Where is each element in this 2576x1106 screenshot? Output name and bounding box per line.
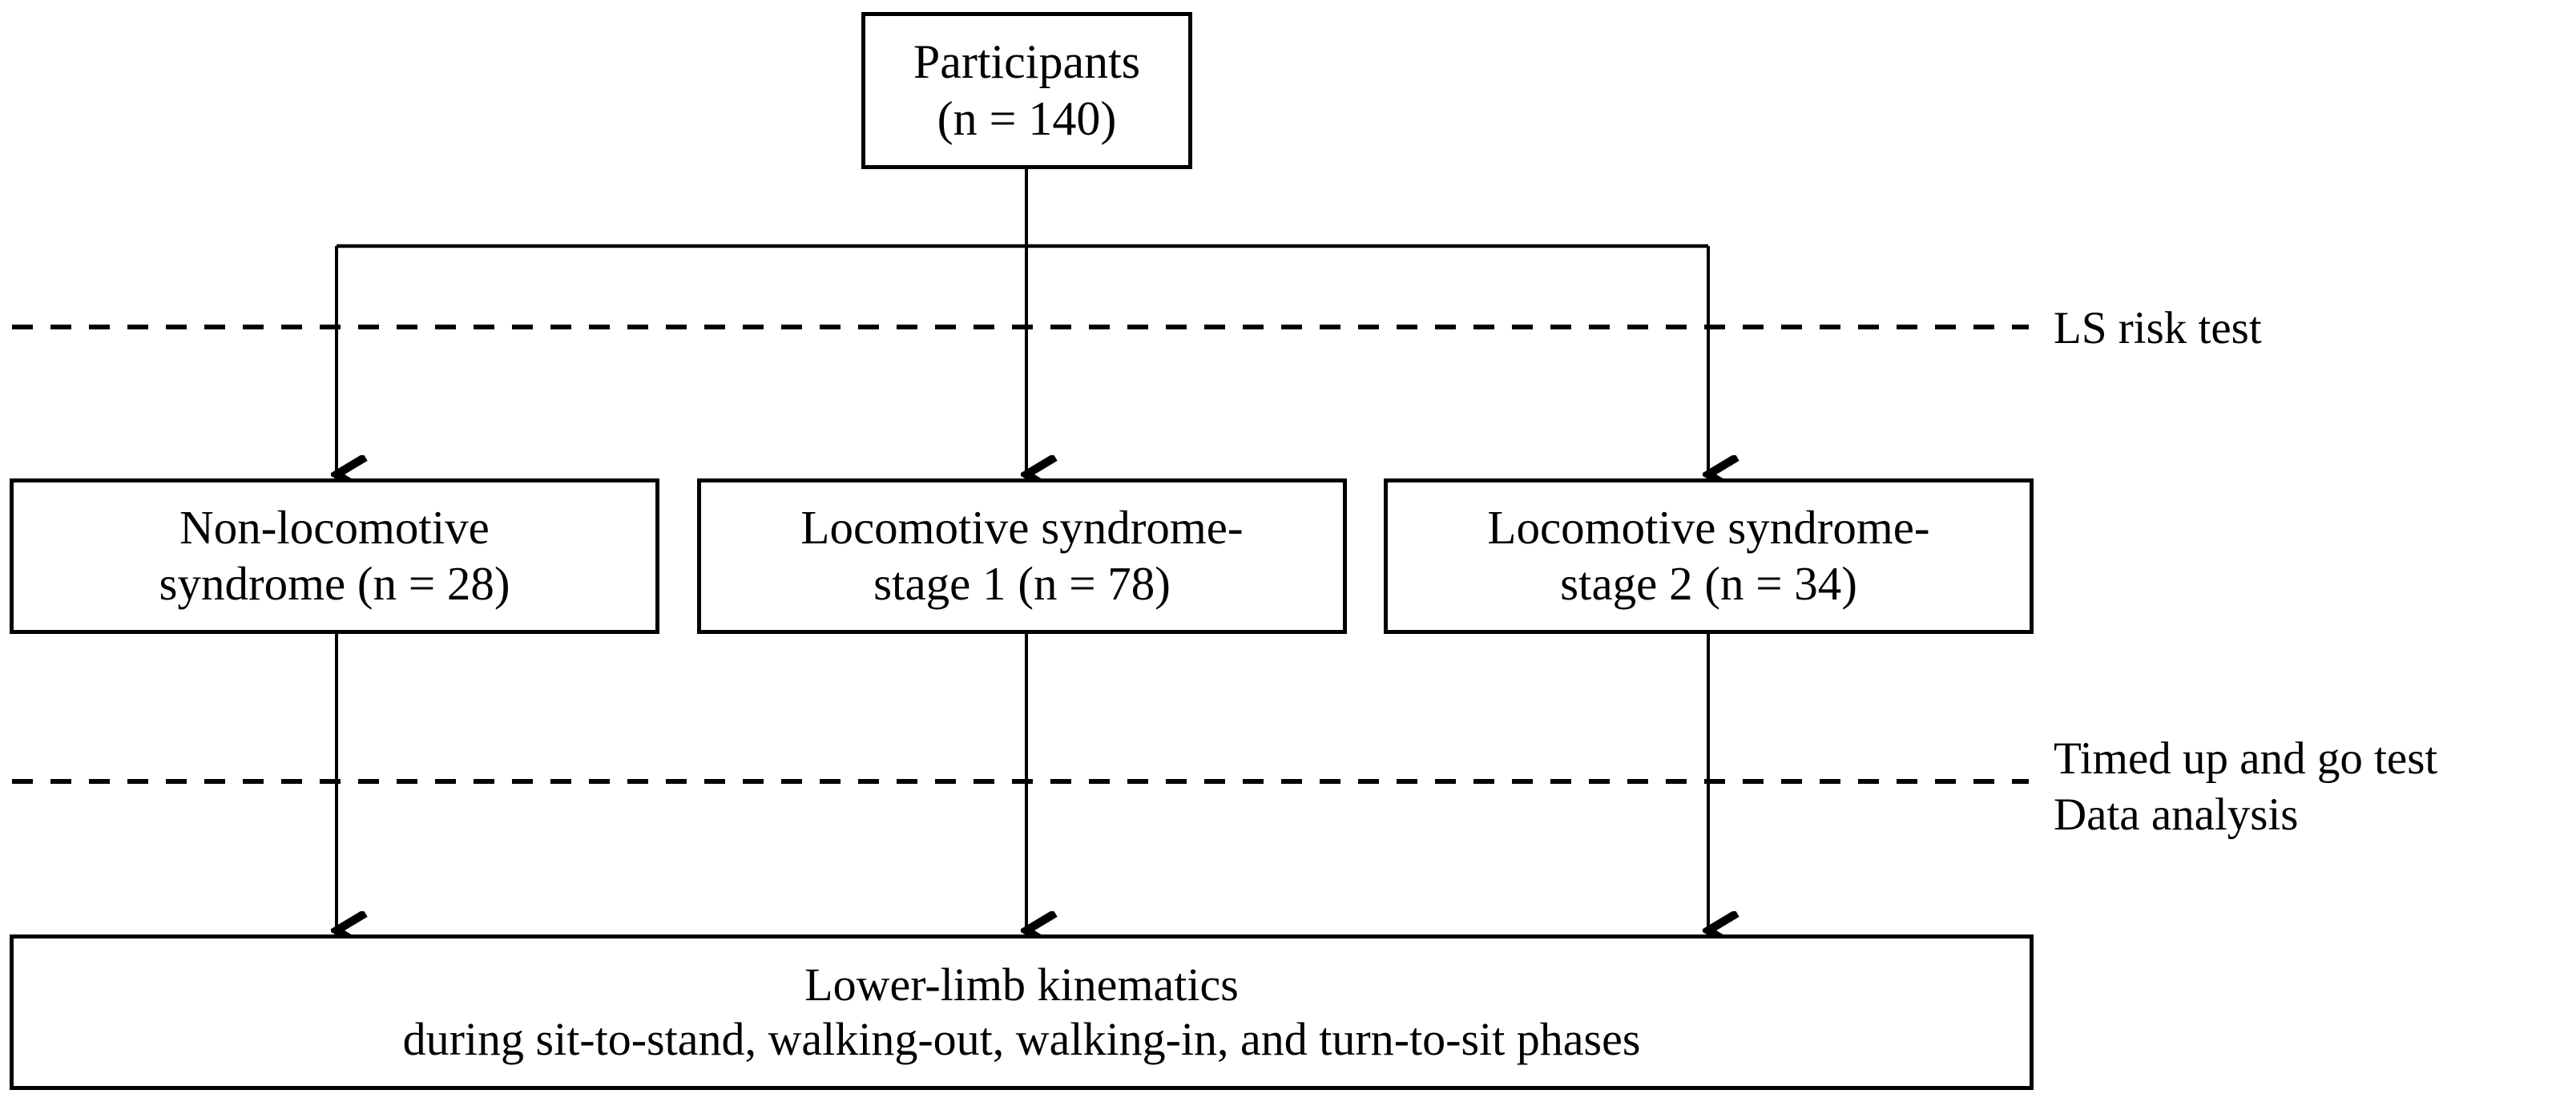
node-participants: Participants (n = 140) [861, 12, 1192, 169]
node-non-locomotive-syndrome: Non-locomotive syndrome (n = 28) [10, 478, 659, 634]
node-locomotive-syndrome-stage-2: Locomotive syndrome- stage 2 (n = 34) [1384, 478, 2034, 634]
phase-label-timed-up-and-go-test-data-analysis: Timed up and go test Data analysis [2054, 733, 2438, 840]
node-locomotive-syndrome-stage-1: Locomotive syndrome- stage 1 (n = 78) [697, 478, 1347, 634]
node-outcome: Lower-limb kinematics during sit-to-stan… [10, 934, 2034, 1090]
node-outcome-label: Lower-limb kinematics during sit-to-stan… [402, 958, 1641, 1065]
node-locomotive-syndrome-stage-2-label: Locomotive syndrome- stage 2 (n = 34) [1487, 501, 1930, 610]
node-participants-label: Participants (n = 140) [913, 35, 1141, 145]
node-locomotive-syndrome-stage-1-label: Locomotive syndrome- stage 1 (n = 78) [800, 501, 1244, 610]
node-non-locomotive-syndrome-label: Non-locomotive syndrome (n = 28) [159, 501, 510, 610]
phase-label-ls-risk-test: LS risk test [2054, 303, 2262, 353]
